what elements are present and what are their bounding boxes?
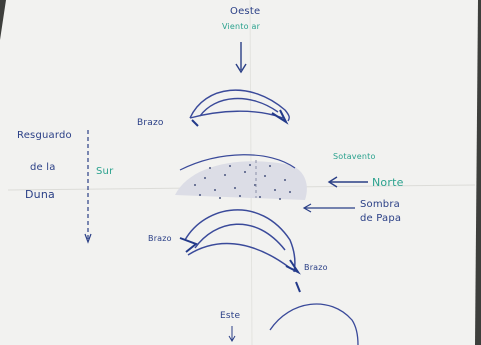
wind-arrow-right bbox=[327, 176, 368, 188]
label-oeste: Oeste bbox=[230, 6, 261, 17]
label-oeste-sub: Viento ar bbox=[222, 22, 261, 31]
label-duna: Duna bbox=[25, 188, 55, 201]
wind-arrow-top bbox=[235, 42, 247, 74]
label-este: Este bbox=[220, 311, 241, 321]
label-de-la: de la bbox=[30, 162, 56, 173]
dune-top bbox=[189, 89, 290, 127]
label-resguardo: Resguardo bbox=[17, 130, 72, 141]
dune-lowest bbox=[269, 303, 359, 345]
dune-middle bbox=[175, 154, 307, 200]
label-brazo-left: Brazo bbox=[148, 234, 172, 243]
label-norte: Norte bbox=[372, 176, 404, 189]
label-de-papa: de Papa bbox=[360, 213, 402, 224]
label-sur: Sur bbox=[96, 166, 114, 177]
resguardo-bracket bbox=[84, 130, 92, 244]
label-brazo-right: Brazo bbox=[304, 263, 328, 272]
label-brazo-top: Brazo bbox=[137, 118, 164, 128]
shadow-pointer-arrow bbox=[302, 203, 355, 213]
dune-bottom bbox=[179, 209, 301, 293]
label-sombra: Sombra bbox=[360, 199, 400, 210]
label-norte-sub: Sotavento bbox=[333, 152, 376, 161]
wind-arrow-bottom bbox=[228, 326, 236, 342]
